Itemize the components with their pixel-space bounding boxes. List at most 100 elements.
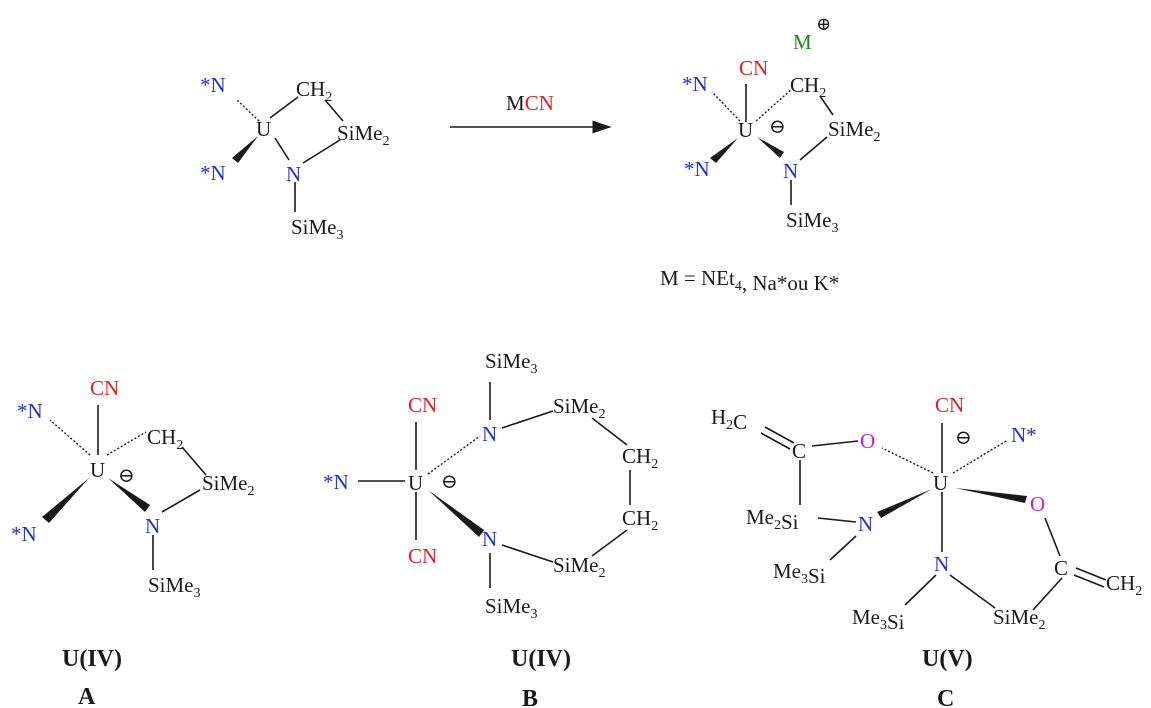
conditions-label: M = NEt4, Na*ou K* <box>660 266 839 295</box>
ch2-label: CH2 <box>296 77 332 105</box>
sime3-group: SiMe3 <box>148 573 201 601</box>
amide-n-star: *N <box>11 522 37 546</box>
bond-ch2-si <box>819 95 834 116</box>
ch2-group: CH2 <box>790 73 826 101</box>
nitrogen-atom: N <box>482 527 497 551</box>
ch2-group: CH2 <box>622 506 658 534</box>
oxidation-state-label: U(V) <box>922 646 973 672</box>
ch2-group: CH2 <box>1106 571 1142 599</box>
h2c-group: H2C <box>711 405 747 434</box>
oxygen-atom: O <box>860 429 875 453</box>
hashed-bond <box>49 419 91 456</box>
carbon-atom: C <box>792 439 806 463</box>
hashed-bond <box>106 431 147 456</box>
sime2-label: SiMe2 <box>993 605 1046 633</box>
sime3-label: SiMe3 <box>291 215 344 243</box>
ch2-group: CH2 <box>296 77 332 105</box>
nitrogen-atom: N <box>858 512 873 536</box>
uranium-atom: U <box>90 458 105 482</box>
starting-metallacycle: U *N *N CH2 SiMe2 N SiMe3 <box>200 73 390 243</box>
cation-charge: ⊕ <box>816 14 831 34</box>
bond-u-ch2 <box>269 96 299 119</box>
uranium-atom: U <box>256 117 271 141</box>
me2si-group: Me2Si <box>746 505 799 534</box>
reagent-metal: M <box>506 91 525 115</box>
me3si-group: Me3Si <box>852 605 905 634</box>
cyanide-ligand: CN <box>408 393 437 417</box>
wedge-bond <box>955 488 1027 503</box>
ch2-label: CH2 <box>622 506 658 534</box>
wedge-bond <box>42 478 89 523</box>
bond-n-si <box>949 574 996 609</box>
cyanide-ligand: CN <box>739 56 768 80</box>
amide-n-star: *N <box>682 72 708 96</box>
bond-si-ch2 <box>591 417 628 446</box>
me3si-group: Me3Si <box>773 559 826 588</box>
sime2-group: SiMe2 <box>828 117 881 145</box>
oxidation-state-label: U(IV) <box>62 646 122 672</box>
cyanide-ligand: CN <box>935 393 964 417</box>
ch2-group: CH2 <box>147 425 183 453</box>
compound-label: C <box>937 686 954 708</box>
bond-ch2-si <box>324 99 344 122</box>
sime2-label: SiMe2 <box>828 117 881 145</box>
sime2-group: SiMe2 <box>993 605 1046 633</box>
bond-n-sime3 <box>904 574 937 606</box>
reagent-cyanide: CN <box>525 91 554 115</box>
h2c-label: H2C <box>711 405 747 434</box>
nitrogen-atom: N <box>783 159 798 183</box>
bond-n-si <box>161 489 201 513</box>
sime2-label: SiMe2 <box>553 394 606 422</box>
sime3-group: SiMe3 <box>291 215 344 243</box>
uranium-atom: U <box>408 471 423 495</box>
bond-n-si <box>501 544 554 563</box>
anion-charge: ⊖ <box>118 465 135 487</box>
bond-n-si <box>501 410 554 429</box>
anion-charge: ⊖ <box>441 471 458 493</box>
sime2-group: SiMe2 <box>202 471 255 499</box>
uranium-atom: U <box>933 471 948 495</box>
compound-c: U CN N* O O H2C C Me2Si N Me3Si N Me3Si … <box>711 393 1142 708</box>
sime3-group: SiMe3 <box>786 208 839 236</box>
carbon-atom: C <box>1054 556 1068 580</box>
reaction-arrow-group: MCN <box>450 91 612 134</box>
wedge-bond <box>757 137 784 158</box>
ch2-label: CH2 <box>1106 571 1142 599</box>
wedge-bond <box>877 489 932 518</box>
cyanide-ligand: CN <box>90 376 119 400</box>
compound-label: B <box>522 686 538 708</box>
sime2-label: SiMe2 <box>202 471 255 499</box>
nitrogen-atom: N <box>482 422 497 446</box>
double-bond <box>1073 574 1105 588</box>
wedge-bond <box>710 138 738 163</box>
sime3-label: SiMe3 <box>786 208 839 236</box>
bond-c-o <box>811 440 859 447</box>
sime2-group: SiMe2 <box>337 121 390 149</box>
hashed-bond <box>235 98 260 122</box>
bond-n-si <box>799 136 828 161</box>
bond-n-si <box>302 139 341 164</box>
nitrogen-atom: N <box>934 552 949 576</box>
bond-ch2-si <box>591 529 628 557</box>
amide-n-star: *N <box>200 161 226 185</box>
me3si-label: Me3Si <box>852 605 905 634</box>
sime3-label: SiMe3 <box>485 349 538 377</box>
double-bond <box>1075 567 1107 581</box>
amide-n-star: *N <box>684 157 710 181</box>
hashed-bond <box>952 439 1009 474</box>
bond-u-n <box>274 137 290 161</box>
hashed-bond <box>427 435 481 475</box>
bond-n-sime3 <box>829 535 857 561</box>
oxygen-atom: O <box>1030 492 1045 516</box>
amide-n-star: *N <box>17 399 43 423</box>
amide-n-star: *N <box>323 470 349 494</box>
sime3-label: SiMe3 <box>485 594 538 622</box>
bond-ch2-si <box>181 446 207 476</box>
bond-c-o <box>1044 517 1061 557</box>
sime2-group: SiMe2 <box>553 553 606 581</box>
ch2-label: CH2 <box>147 425 183 453</box>
cyanide-ligand: CN <box>408 544 437 568</box>
sime3-group: SiMe3 <box>485 594 538 622</box>
reagent-label: MCN <box>506 91 554 115</box>
